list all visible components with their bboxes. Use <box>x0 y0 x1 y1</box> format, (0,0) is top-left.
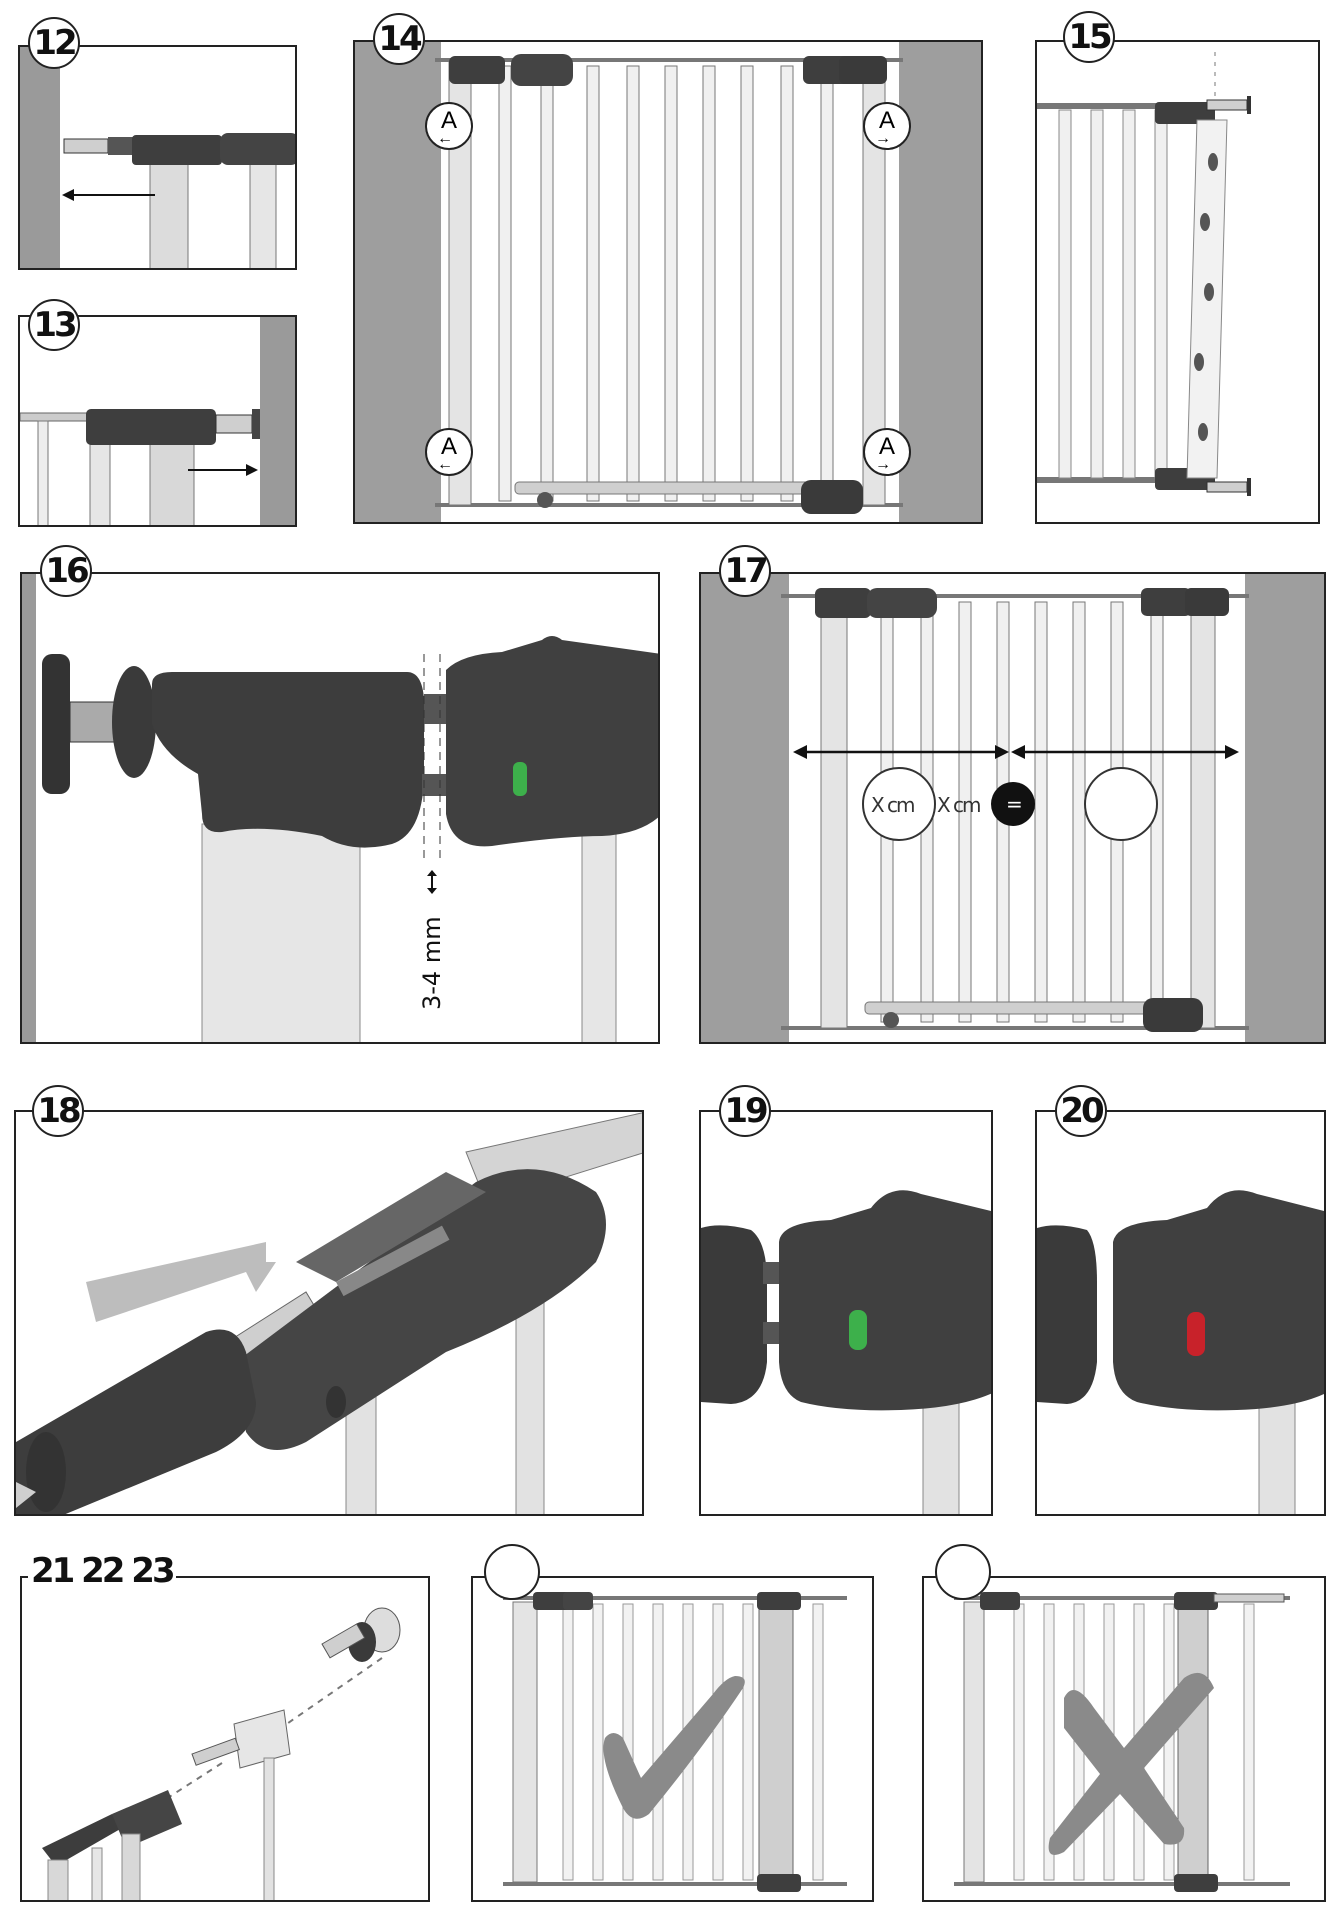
indicator-red-20 <box>1187 1312 1205 1356</box>
step-13-illustration <box>20 317 295 525</box>
step-number-21-23: 21 22 23 <box>28 1551 176 1591</box>
marker-a-top-right: A → <box>863 102 911 150</box>
blank-step-badge <box>935 1544 991 1600</box>
cross-icon <box>1048 1672 1214 1855</box>
measure-right-label: X cm <box>937 793 980 817</box>
step-14-illustration <box>355 42 981 522</box>
step-number-12: 12 <box>28 17 80 69</box>
step-number-16: 16 <box>40 545 92 597</box>
marker-a-bottom-right: A → <box>863 428 911 476</box>
step-19-illustration <box>701 1190 991 1514</box>
step-15-illustration <box>1037 52 1251 496</box>
step-17-illustration: X cm X cm = <box>701 574 1324 1042</box>
panel-step-18 <box>14 1110 644 1516</box>
step-number-20: 20 <box>1055 1085 1107 1137</box>
step-number-17: 17 <box>719 545 771 597</box>
marker-a-top-left: A ← <box>425 102 473 150</box>
step-number-14: 14 <box>373 13 425 65</box>
panel-step-21-23 <box>20 1576 430 1902</box>
panel-step-16: 3-4 mm <box>20 572 660 1044</box>
panel-incorrect-example <box>922 1576 1326 1902</box>
correct-example-illustration <box>503 1592 847 1892</box>
panel-step-12 <box>18 45 297 270</box>
panel-step-19 <box>699 1110 993 1516</box>
step-number-13: 13 <box>28 299 80 351</box>
arrow-left-icon: ← <box>437 130 453 147</box>
step-21-23-illustration <box>42 1607 401 1900</box>
arrow-right-icon: → <box>875 130 891 147</box>
step-18-illustration <box>16 1112 642 1514</box>
indicator-green-16 <box>513 762 527 796</box>
marker-a-bottom-left: A ← <box>425 428 473 476</box>
step-number-19: 19 <box>719 1085 771 1137</box>
equals-sign: = <box>1006 792 1023 816</box>
incorrect-example-illustration <box>954 1592 1290 1892</box>
panel-step-15 <box>1035 40 1320 524</box>
indicator-green-19 <box>849 1310 867 1350</box>
step-number-15: 15 <box>1063 11 1115 63</box>
panel-step-13 <box>18 315 297 527</box>
gap-label: 3-4 mm <box>418 916 446 1010</box>
step-16-illustration: 3-4 mm <box>22 574 658 1042</box>
panel-step-20 <box>1035 1110 1326 1516</box>
step-12-illustration <box>20 47 295 268</box>
step-20-illustration <box>1037 1190 1324 1514</box>
arrow-right-icon: → <box>875 456 891 473</box>
arrow-left-icon: ← <box>437 456 453 473</box>
blank-step-badge <box>484 1544 540 1600</box>
checkmark-icon <box>603 1676 745 1819</box>
measure-left-label: X cm <box>871 793 914 817</box>
panel-step-17: X cm X cm = <box>699 572 1326 1044</box>
panel-step-14: A ← A → A ← A → <box>353 40 983 524</box>
step-number-18: 18 <box>32 1085 84 1137</box>
panel-correct-example <box>471 1576 874 1902</box>
